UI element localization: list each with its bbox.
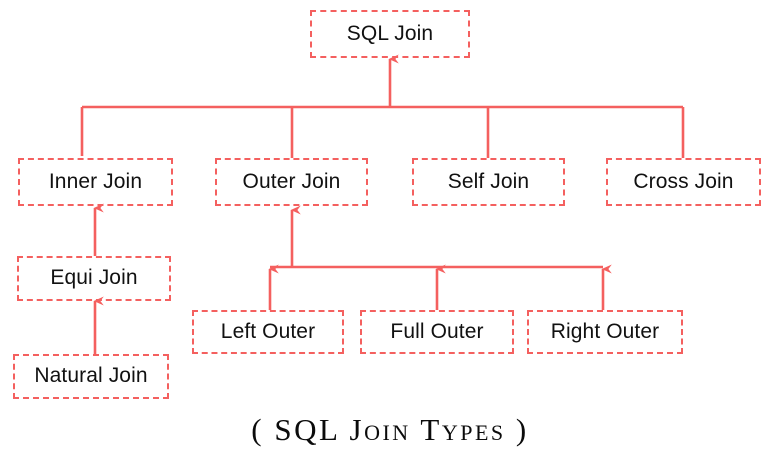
node-inner-join[interactable]: Inner Join — [18, 158, 173, 206]
diagram-caption: ( SQL Join Types ) — [251, 412, 529, 447]
node-left-outer[interactable]: Left Outer — [192, 310, 344, 354]
node-sql-join-label: SQL Join — [346, 21, 434, 45]
node-equi-join[interactable]: Equi Join — [17, 256, 171, 301]
node-equi-join-label: Equi Join — [50, 266, 138, 289]
node-full-outer-label: Full Outer — [390, 319, 484, 343]
node-left-outer-label: Left Outer — [220, 319, 316, 343]
node-sql-join[interactable]: SQL Join — [310, 10, 470, 58]
node-cross-join-label: Cross Join — [633, 169, 734, 193]
node-self-join-label: Self Join — [447, 169, 530, 193]
node-outer-join-label: Outer Join — [242, 169, 341, 193]
node-full-outer[interactable]: Full Outer — [360, 310, 514, 354]
node-outer-join[interactable]: Outer Join — [215, 158, 368, 206]
node-right-outer-label: Right Outer — [550, 319, 660, 343]
node-self-join[interactable]: Self Join — [412, 158, 565, 206]
node-right-outer[interactable]: Right Outer — [527, 310, 683, 354]
node-natural-join[interactable]: Natural Join — [13, 354, 169, 399]
node-inner-join-label: Inner Join — [48, 169, 143, 193]
node-cross-join[interactable]: Cross Join — [606, 158, 761, 206]
node-natural-join-label: Natural Join — [34, 364, 148, 387]
